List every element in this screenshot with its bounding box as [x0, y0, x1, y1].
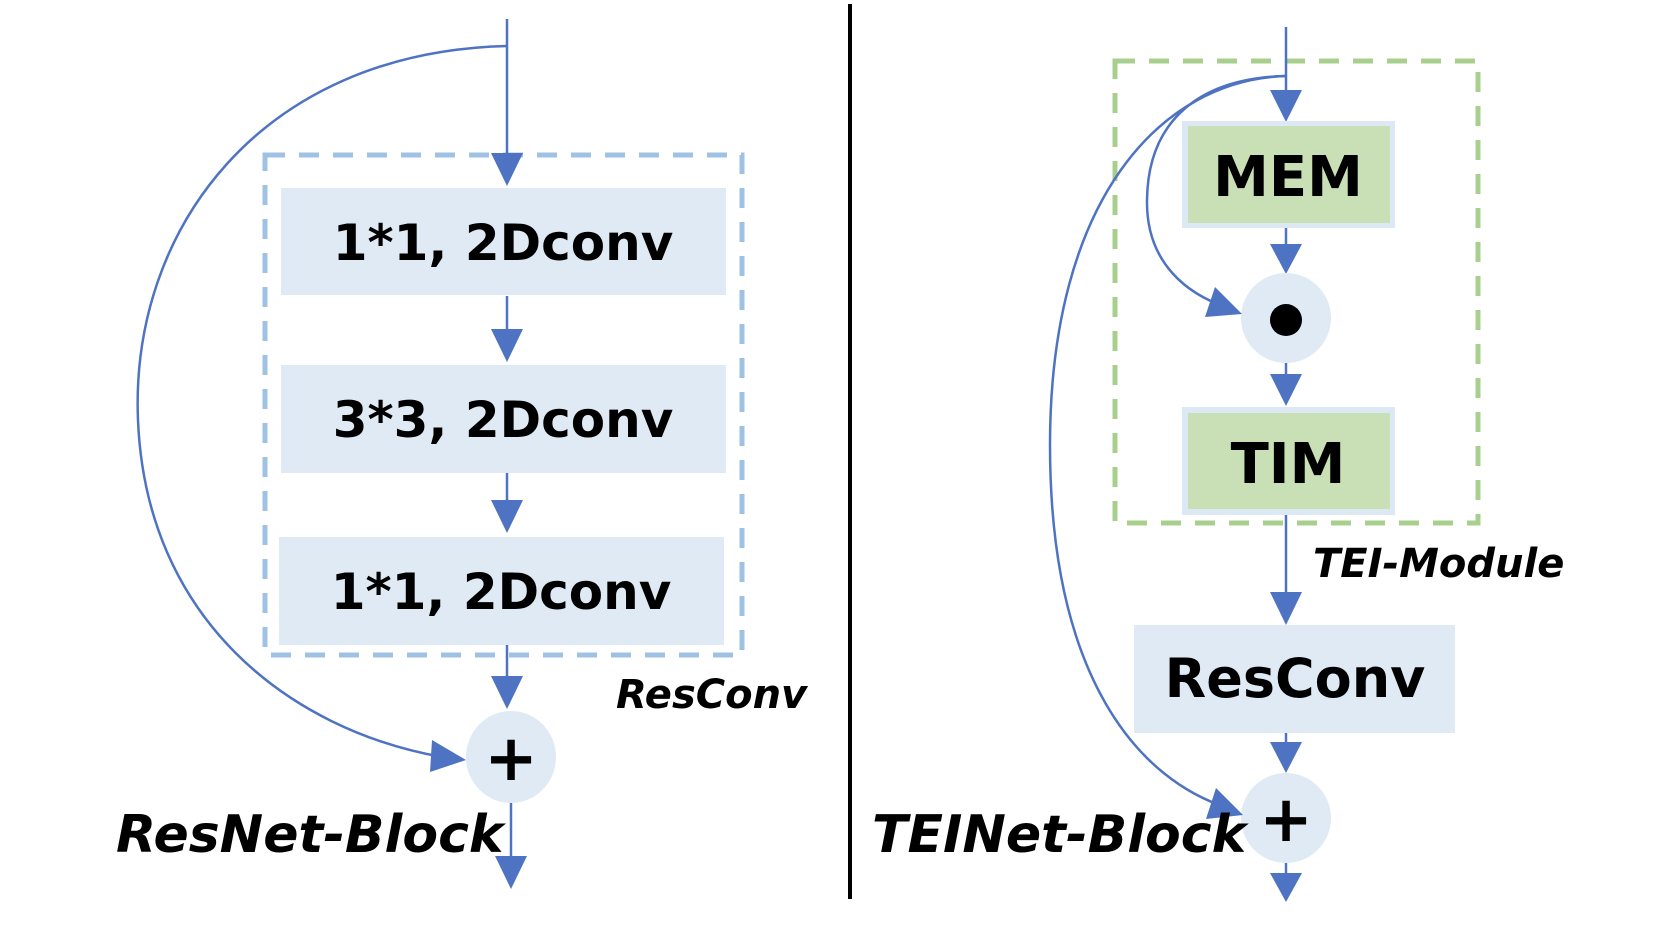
- layer-label-2: 3*3, 2Dconv: [333, 391, 674, 449]
- arrow-output: [495, 803, 527, 889]
- arrow-layer2-to-layer3: [491, 473, 523, 533]
- resconv-box: [1134, 625, 1455, 733]
- layer-box-2: [281, 365, 726, 473]
- arrow-layer3-to-add: [491, 645, 523, 709]
- arrow-input-right: [1270, 27, 1302, 122]
- tim-box: [1188, 413, 1390, 509]
- layer-box-3: [279, 537, 724, 645]
- multiply-dot-icon: [1270, 304, 1302, 336]
- arrow-input: [491, 19, 523, 186]
- arrow-resconv-to-add: [1270, 733, 1302, 773]
- tei-module-label: TEI-Module: [1313, 541, 1564, 587]
- arrow-multiply-to-tim: [1270, 363, 1302, 406]
- mem-label: MEM: [1213, 145, 1363, 210]
- arrow-layer1-to-layer2: [491, 296, 523, 362]
- mem-box: [1188, 126, 1390, 223]
- teinet-block-title: TEINet-Block: [872, 805, 1250, 865]
- tei-module-group-border: [1112, 58, 1481, 526]
- add-symbol-right: +: [1259, 783, 1313, 857]
- arrow-tim-to-resconv: [1270, 515, 1302, 625]
- layer-box-1: [281, 188, 726, 295]
- resconv-label: ResConv: [1165, 647, 1426, 710]
- layer-label-3: 1*1, 2Dconv: [331, 563, 672, 621]
- skip-to-add-arrowhead: [1206, 788, 1243, 819]
- resconv-group-label: ResConv: [616, 672, 809, 718]
- skip-connection-arrowhead: [430, 740, 466, 772]
- tim-label: TIM: [1231, 432, 1346, 497]
- skip-to-multiply-arrowhead: [1205, 287, 1242, 317]
- resnet-block-title: ResNet-Block: [116, 805, 507, 865]
- teinet-block: MEM TIM ResConv: [872, 27, 1564, 902]
- layer-label-1: 1*1, 2Dconv: [333, 214, 674, 272]
- add-symbol: +: [484, 722, 538, 796]
- skip-to-multiply-curve: [1145, 74, 1287, 309]
- skip-to-add-curve: [1048, 74, 1287, 810]
- add-node: [466, 711, 556, 803]
- arrow-output-right: [1270, 863, 1302, 902]
- skip-connection-curve: [136, 44, 508, 759]
- arrow-mem-to-multiply: [1270, 228, 1302, 274]
- add-node-right: [1241, 773, 1331, 863]
- resnet-block: 1*1, 2Dconv 3*3, 2Dconv 1*1, 2Dconv +: [116, 19, 809, 889]
